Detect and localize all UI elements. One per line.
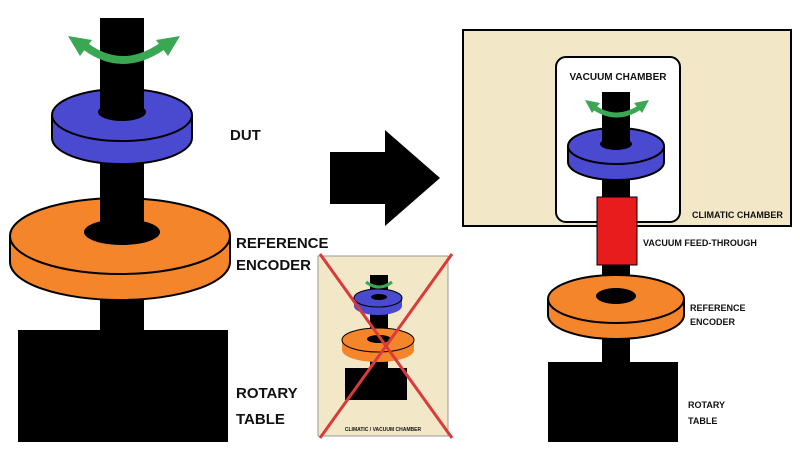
right-setup: VACUUM CHAMBER CLIMATIC CHAMBER VACUUM F…	[462, 29, 792, 442]
left-dut-disc	[51, 88, 193, 165]
cross-icon	[318, 253, 454, 439]
rejected-setup: CLIMATIC / VACUUM CHAMBER	[317, 253, 454, 439]
right-arrow-icon	[330, 130, 440, 226]
right-encoder-disc	[547, 274, 685, 340]
left-table-label-line2: TABLE	[236, 411, 285, 428]
left-dut-label: DUT	[230, 127, 261, 144]
right-table-label-line1: ROTARY	[688, 400, 725, 410]
feedthrough-label: VACUUM FEED-THROUGH	[643, 238, 757, 248]
rejected-dut-disc	[353, 288, 403, 315]
right-dut-disc	[567, 127, 665, 181]
climatic-chamber-label: CLIMATIC CHAMBER	[692, 210, 783, 220]
rejected-rotation-arrow-icon	[365, 280, 393, 289]
left-encoder-label-line1: REFERENCE	[236, 235, 329, 252]
left-setup: DUT REFERENCE ENCODER ROTARY TABLE	[9, 18, 329, 442]
right-encoder-label-line2: ENCODER	[690, 317, 736, 327]
right-rotation-arrow-icon	[585, 100, 649, 118]
right-rotary-table	[548, 362, 678, 442]
rejected-encoder-disc	[341, 327, 415, 362]
right-encoder-label-line1: REFERENCE	[690, 303, 746, 313]
vacuum-chamber-label: VACUUM CHAMBER	[569, 72, 667, 83]
rejected-caption: CLIMATIC / VACUUM CHAMBER	[345, 427, 422, 433]
left-table-label-line1: ROTARY	[236, 385, 298, 402]
rotation-arrow-icon	[68, 36, 180, 64]
vacuum-feedthrough	[596, 196, 638, 266]
left-rotary-table	[18, 330, 228, 442]
left-encoder-label-line2: ENCODER	[236, 257, 311, 274]
right-table-label-line2: TABLE	[688, 416, 717, 426]
